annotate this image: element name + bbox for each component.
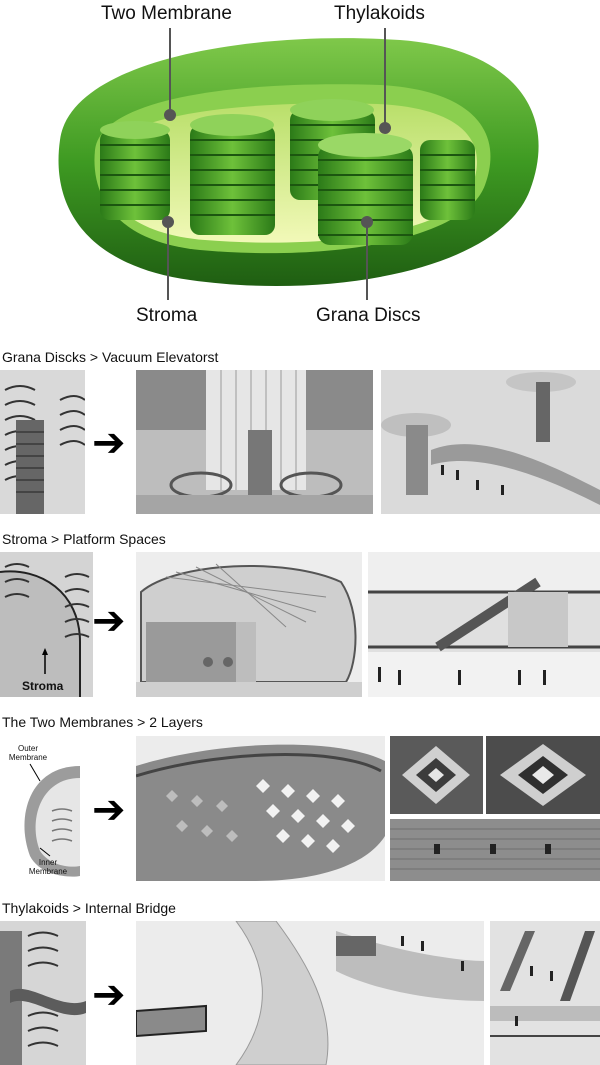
membrane-detail-sketch: Outer Membrane Inner Membrane — [0, 736, 80, 881]
stroma-detail-sketch: Stroma — [0, 552, 93, 697]
section-title-membranes: The Two Membranes > 2 Layers — [2, 714, 203, 730]
internal-bridge-escalators — [490, 921, 600, 1065]
right-arrow-icon: ➔ — [92, 788, 126, 832]
platform-space-render — [136, 552, 362, 697]
section-title-thylakoids: Thylakoids > Internal Bridge — [2, 900, 176, 916]
two-layer-facade-render — [136, 736, 385, 881]
chloroplast-illustration — [58, 28, 539, 300]
carpet-pattern-2 — [486, 736, 600, 814]
right-arrow-icon: ➔ — [92, 599, 126, 643]
chloroplast-diagram: Two Membrane Thylakoids Stroma Grana Dis… — [0, 0, 600, 335]
platform-section-render — [368, 552, 600, 697]
section-title-grana: Grana Discks > Vacuum Elevatorst — [2, 349, 219, 365]
label-thylakoids: Thylakoids — [334, 3, 425, 24]
label-two-membrane: Two Membrane — [101, 3, 232, 24]
outer-membrane-label: Outer Membrane — [8, 744, 48, 762]
grana-stacks — [100, 99, 475, 245]
vacuum-elevator-perspective — [381, 370, 600, 514]
vacuum-elevator-render — [136, 370, 373, 514]
stroma-sketch-label: Stroma — [22, 679, 64, 693]
thylakoid-detail-sketch — [0, 921, 86, 1065]
right-arrow-icon: ➔ — [92, 421, 126, 465]
label-stroma: Stroma — [136, 305, 198, 326]
label-grana-discs: Grana Discs — [316, 305, 421, 326]
internal-bridge-render — [136, 921, 484, 1065]
section-title-stroma: Stroma > Platform Spaces — [2, 531, 166, 547]
carpet-pattern-1 — [390, 736, 483, 814]
callout-lines — [162, 28, 391, 300]
inner-membrane-label: Inner Membrane — [28, 858, 68, 876]
brick-wall-pattern — [390, 819, 600, 881]
right-arrow-icon: ➔ — [92, 973, 126, 1017]
grana-detail-sketch — [0, 370, 85, 514]
